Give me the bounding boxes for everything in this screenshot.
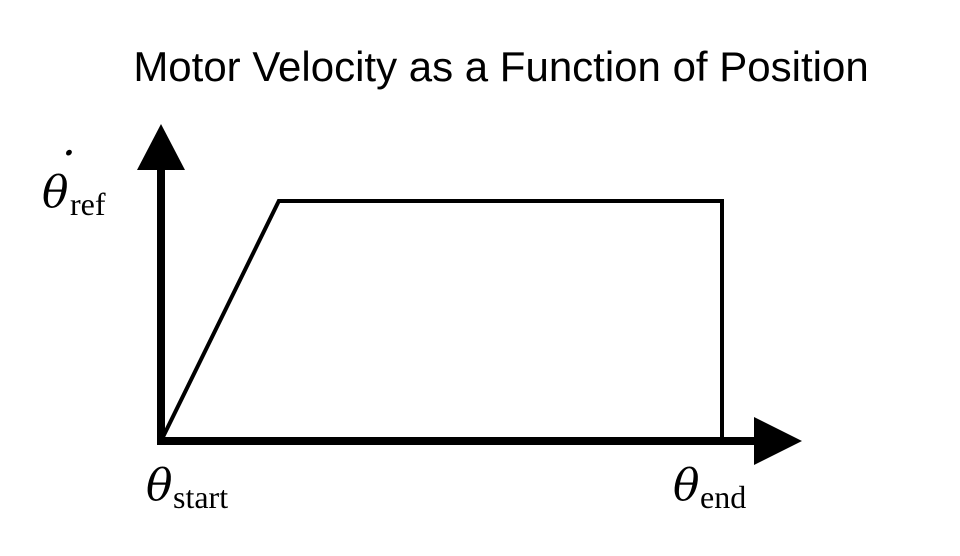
x-start-label: θ start [146,460,228,515]
x-axis-arrowhead [754,417,802,465]
y-label-theta: θ [42,167,69,218]
x-end-theta: θ [673,460,700,511]
y-axis-arrowhead [137,124,185,170]
x-start-theta: θ [146,460,173,511]
x-start-subscript: start [173,479,228,515]
x-end-label: θ end [673,460,746,515]
velocity-profile-line [159,199,724,442]
y-axis-label: · θ ref [42,128,106,222]
diagram-title: Motor Velocity as a Function of Position [133,43,868,90]
y-label-subscript: ref [70,186,106,222]
y-label-dot: · [62,128,76,179]
x-end-subscript: end [700,479,746,515]
